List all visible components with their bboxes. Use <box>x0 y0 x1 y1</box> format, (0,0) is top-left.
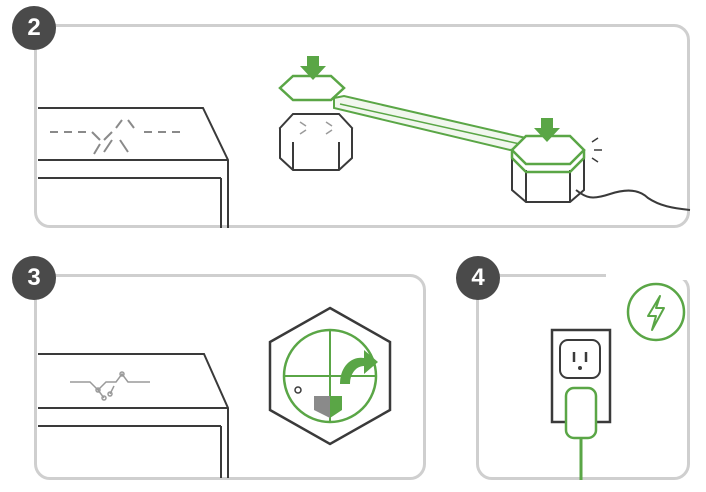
click-marks <box>591 137 602 163</box>
down-arrow-icon <box>300 56 326 80</box>
left-lifted-panel <box>278 74 346 102</box>
power-cable <box>575 189 691 211</box>
installed-panels-sketch <box>70 371 150 401</box>
power-circle <box>626 282 686 342</box>
table <box>38 107 229 228</box>
layout-sketch <box>50 119 180 155</box>
step-3-badge: 3 <box>12 256 56 300</box>
right-hex-base <box>511 158 585 203</box>
left-hex-dots <box>299 121 333 135</box>
lightning-bolt-icon <box>647 295 665 331</box>
left-hex-base <box>278 113 354 171</box>
step-2-number: 2 <box>27 14 41 41</box>
step-3-number: 3 <box>27 264 41 291</box>
power-adapter <box>564 386 598 440</box>
step-2-panel <box>34 24 690 228</box>
curved-arrow-icon <box>340 350 378 384</box>
step-2-badge: 2 <box>12 6 56 50</box>
shaded-corner <box>314 396 330 418</box>
down-arrow-icon <box>534 118 560 142</box>
table <box>38 353 229 478</box>
step-4-badge: 4 <box>456 256 500 300</box>
step-4-number: 4 <box>471 264 485 291</box>
step-4-top-gap <box>606 268 696 280</box>
right-panel-top <box>510 134 586 174</box>
step-2-illustration <box>38 56 691 228</box>
